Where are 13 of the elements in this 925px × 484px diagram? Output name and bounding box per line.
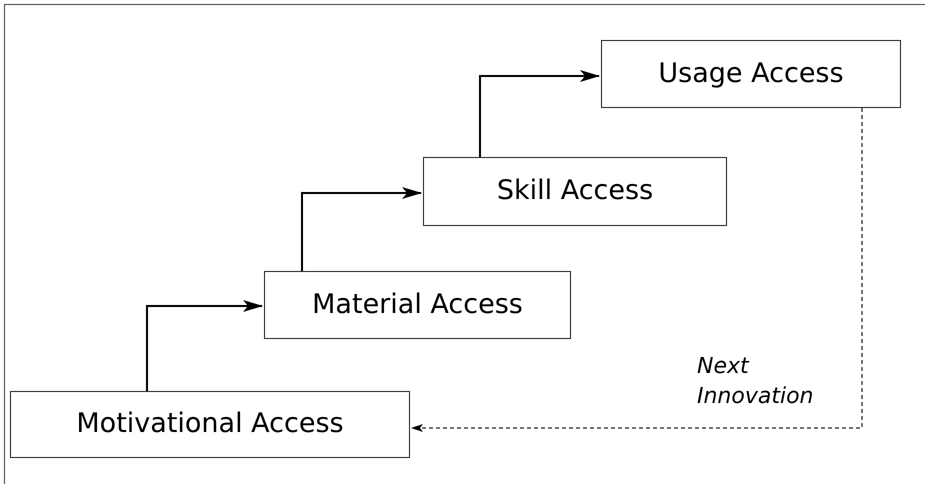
box-label: Material Access — [312, 288, 523, 322]
process-box — [264, 271, 571, 339]
box-label: Skill Access — [496, 174, 654, 208]
box-label: Usage Access — [658, 56, 844, 91]
arrow — [301, 187, 422, 271]
edge-label: Next Innovation — [697, 353, 814, 411]
dashed-arrow — [411, 108, 862, 432]
arrow — [146, 300, 263, 391]
process-box — [601, 40, 901, 108]
process-box — [10, 391, 410, 458]
process-box — [423, 157, 727, 226]
box-label: Motivational Access — [76, 407, 344, 442]
arrow — [479, 70, 600, 157]
